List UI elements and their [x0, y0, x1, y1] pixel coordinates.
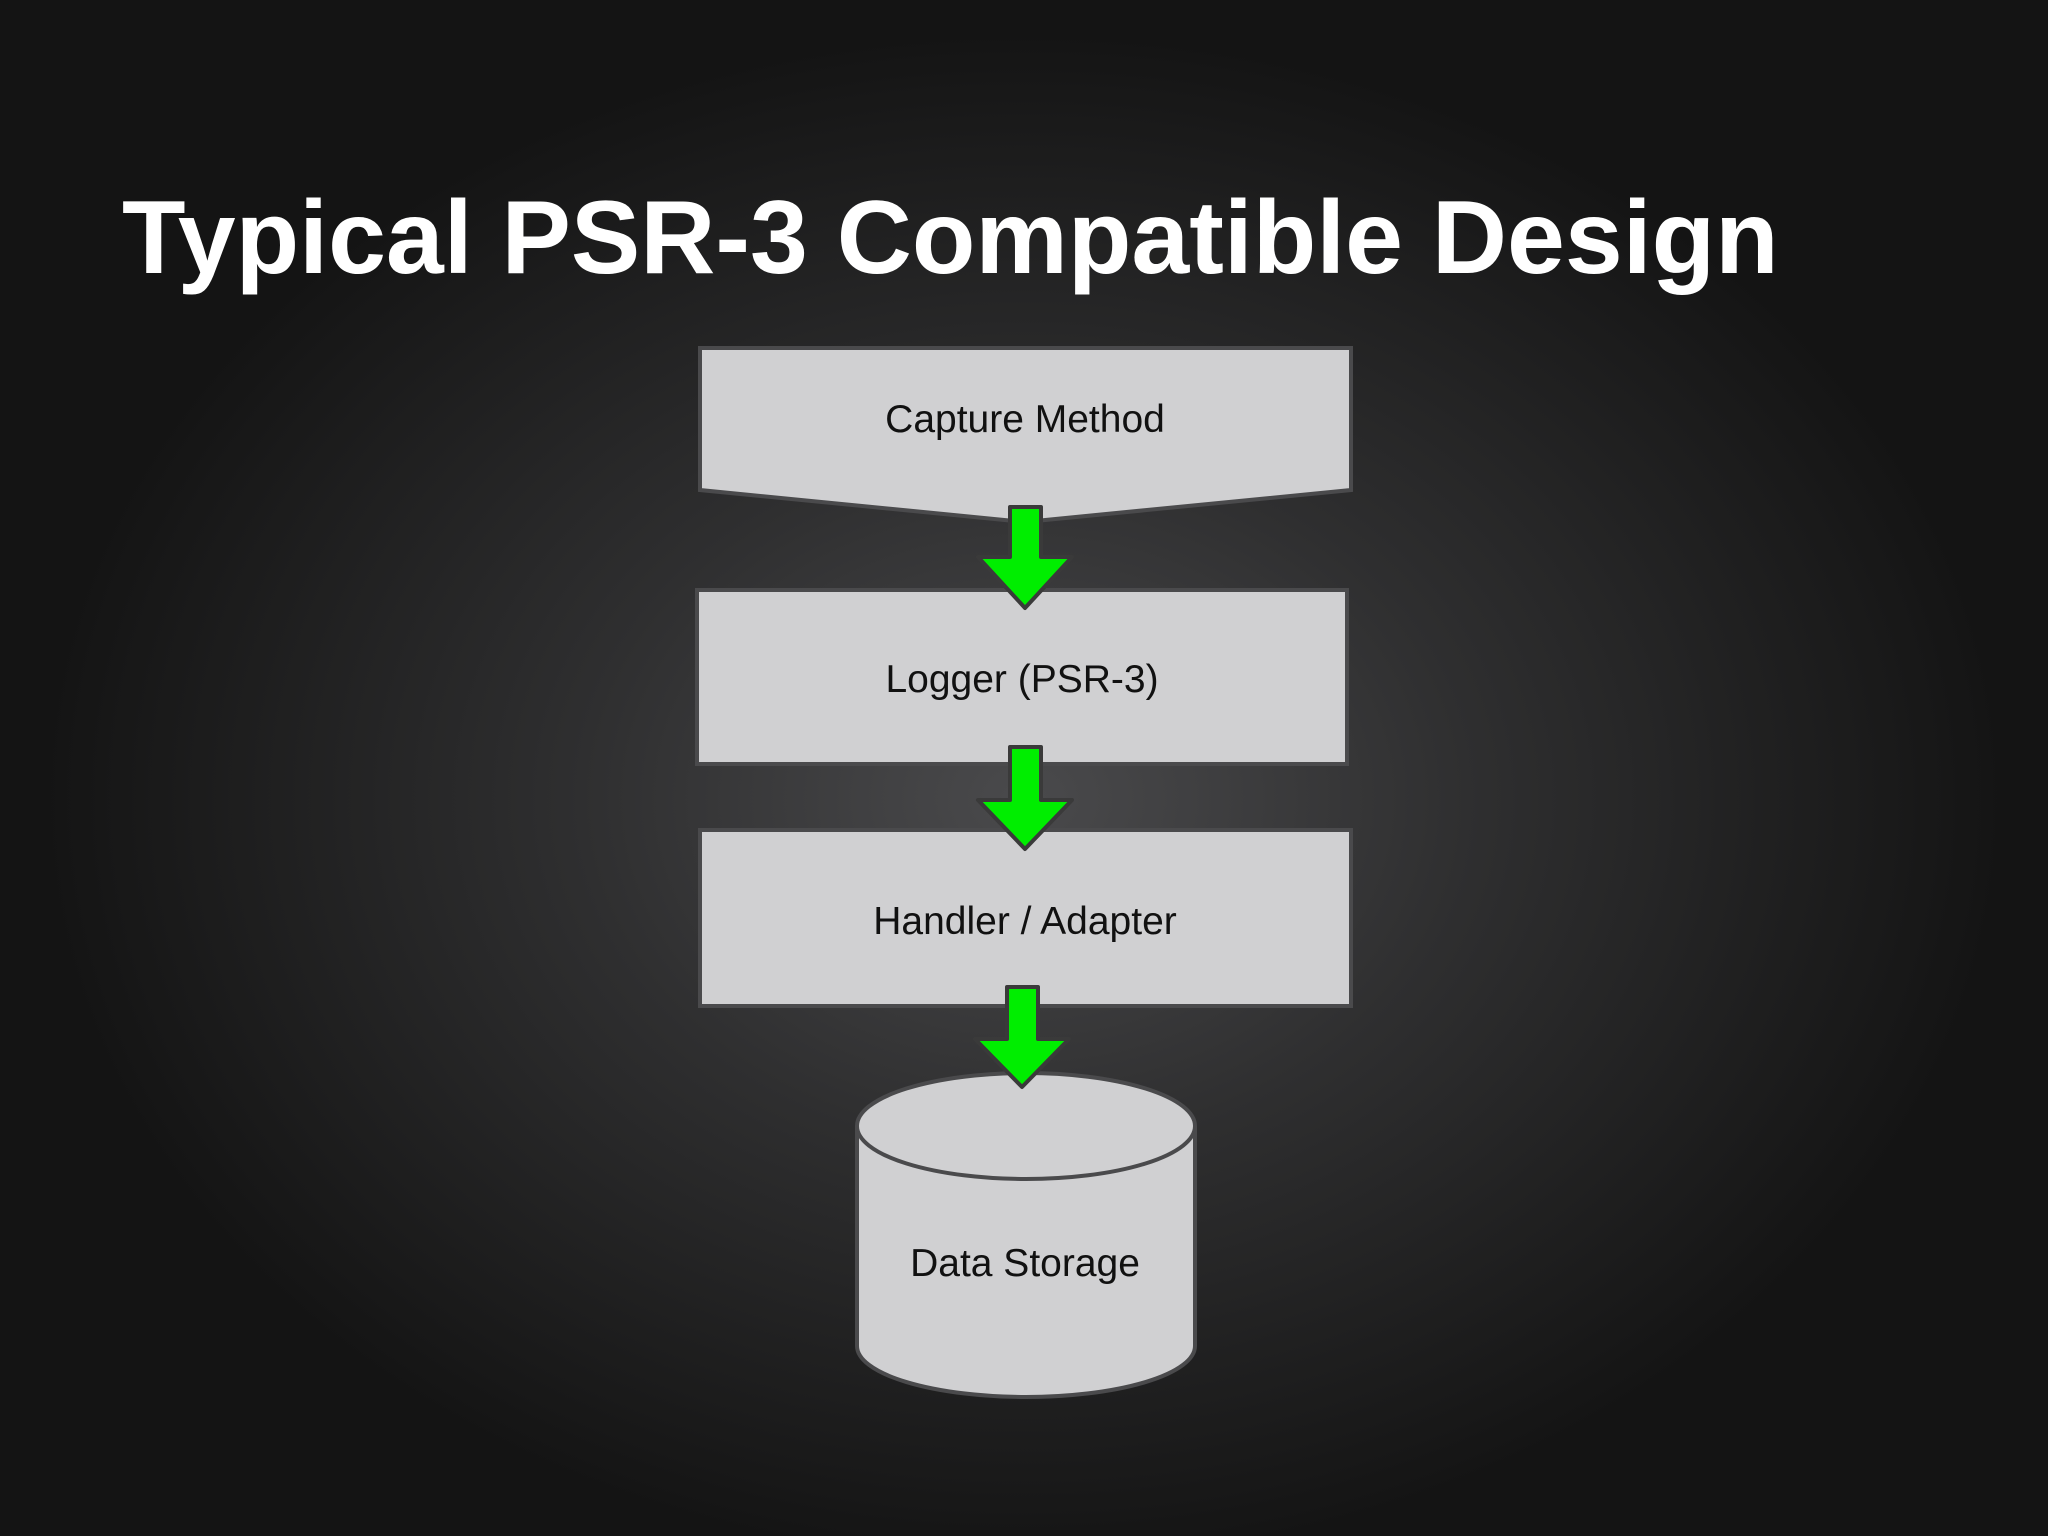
- logger-node: Logger (PSR-3): [695, 588, 1349, 766]
- handler-node: Handler / Adapter: [698, 828, 1353, 1008]
- data-storage-body: [855, 1126, 1197, 1399]
- capture-method-shape: [698, 346, 1353, 525]
- arrow-logger-to-handler: [976, 745, 1074, 851]
- slide-title: Typical PSR-3 Compatible Design: [122, 180, 1779, 296]
- data-storage-label: Data Storage: [910, 1242, 1140, 1285]
- logger-shape: [695, 588, 1349, 766]
- data-storage-top: [855, 1071, 1197, 1181]
- data-storage-node: Data Storage: [855, 1071, 1197, 1399]
- arrow-capture-to-logger: [976, 505, 1074, 610]
- handler-label: Handler / Adapter: [873, 900, 1177, 943]
- capture-method-label: Capture Method: [885, 398, 1165, 441]
- arrow-handler-to-storage: [973, 985, 1071, 1089]
- logger-label: Logger (PSR-3): [885, 658, 1158, 701]
- capture-method-node: Capture Method: [698, 346, 1353, 525]
